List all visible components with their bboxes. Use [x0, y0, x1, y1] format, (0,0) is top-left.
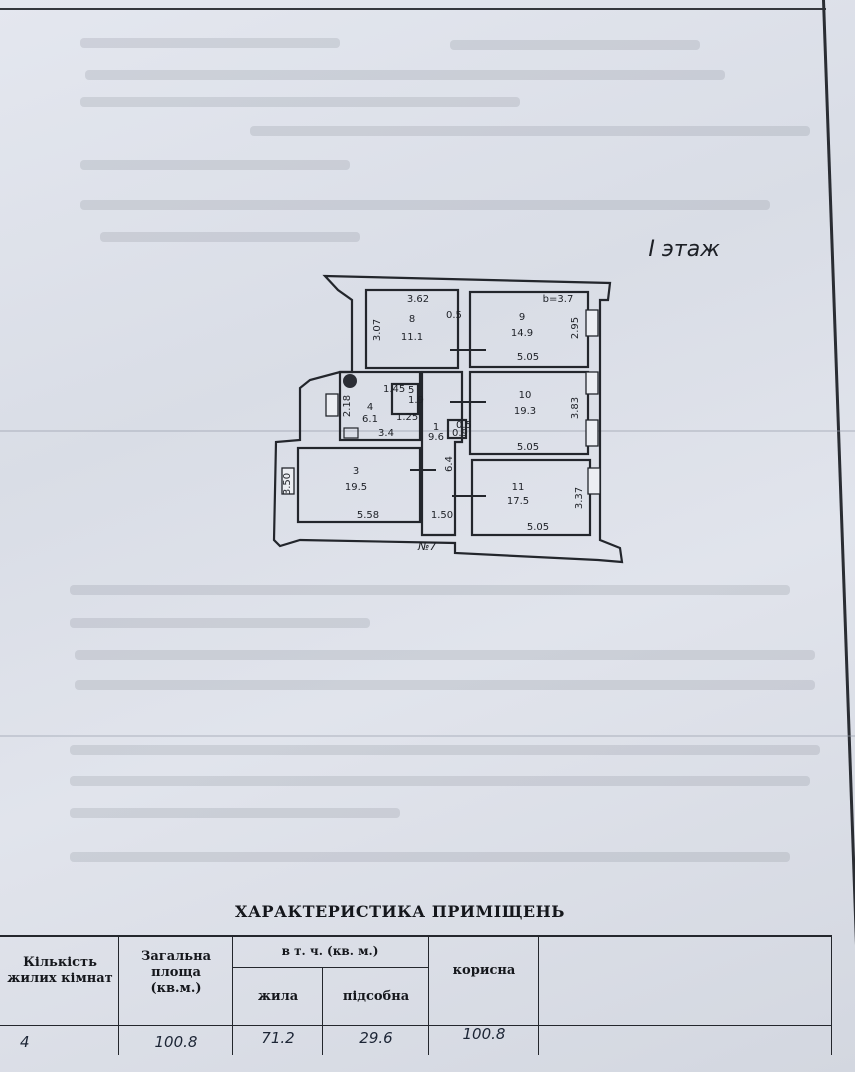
- room-9-dim: 5.05: [517, 352, 539, 363]
- window-mark: [281, 467, 295, 495]
- room-8-dim: 3.07: [372, 319, 383, 341]
- room-11-dim: 3.37: [574, 487, 585, 509]
- faint-text-line: [250, 126, 810, 136]
- rooms-characteristics-table: Кількість жилих кімнат Загальна площа (к…: [0, 935, 832, 1055]
- paper-crease: [0, 735, 855, 737]
- faint-text-line: [75, 680, 815, 690]
- faint-text-line: [80, 38, 340, 48]
- faint-text-line: [70, 585, 790, 595]
- room-3-dim: 5.58: [357, 510, 379, 521]
- room-4-dim: 2.18: [342, 395, 353, 417]
- small-mark: 0.9: [452, 428, 468, 439]
- table-column-divider: [831, 937, 832, 1055]
- value-useful-area: 100.8: [462, 1025, 506, 1043]
- room-9-dim: 2.95: [570, 317, 581, 339]
- floor-plan: I этаж 8 11.1 3.62 3.07 9 14.9 b=3.7 2.9…: [272, 237, 720, 564]
- room-10-outline: [468, 370, 590, 456]
- header-including: в т. ч. (кв. м.): [281, 944, 379, 958]
- room-1-dim: 6.4: [444, 456, 455, 472]
- table-column-divider: [428, 937, 429, 1055]
- faint-text-line: [70, 852, 790, 862]
- room-9-dim: b=3.7: [543, 294, 574, 305]
- faint-text-line: [70, 808, 400, 818]
- corridor-1-outline: [420, 370, 464, 537]
- room-9-area: 14.9: [511, 328, 533, 339]
- floor-label: I этаж: [648, 237, 720, 262]
- room-1-area: 9.6: [428, 432, 444, 443]
- room-4-outline: [338, 370, 422, 442]
- room-4-id: 4: [367, 402, 373, 413]
- room-8-outline: [364, 288, 460, 370]
- header-living: жила: [257, 989, 299, 1004]
- room-10-area: 19.3: [514, 406, 536, 417]
- value-living-area: 71.2: [261, 1029, 295, 1047]
- value-auxiliary-area: 29.6: [359, 1029, 393, 1047]
- room-3-id: 3: [353, 466, 359, 477]
- room-11-dim: 5.05: [527, 522, 549, 533]
- header-auxiliary: підсобна: [342, 989, 410, 1004]
- header-total-area: Загальна площа (кв.м.): [140, 949, 212, 996]
- room-3-area: 19.5: [345, 482, 367, 493]
- closet-outline: [446, 418, 468, 440]
- room-4-dim: 3.4: [378, 428, 394, 439]
- faint-text-line: [80, 97, 520, 107]
- paper-crease: [0, 430, 855, 432]
- faint-text-line: [70, 776, 810, 786]
- table-row-divider: [0, 1025, 832, 1026]
- room-11-outline: [470, 458, 592, 537]
- faint-text-line: [85, 70, 725, 80]
- room-3-dim: 3.50: [282, 473, 293, 495]
- small-mark: 1.25: [396, 412, 418, 423]
- room-8-id: 8: [409, 314, 415, 325]
- table-column-divider: [118, 937, 119, 1055]
- room-4-area: 6.1: [362, 414, 378, 425]
- table-subheader-divider: [232, 967, 428, 968]
- window-mark: [585, 309, 599, 337]
- room-8-dim: 3.62: [407, 294, 429, 305]
- faint-text-line: [80, 200, 770, 210]
- header-rooms-count: Кількість жилих кімнат: [7, 955, 113, 986]
- faint-text-line: [70, 745, 820, 755]
- faint-text-line: [80, 160, 350, 170]
- small-mark: 5: [408, 385, 414, 396]
- room-3-outline: [296, 446, 422, 524]
- table-column-divider: [538, 937, 539, 1055]
- small-mark: 0.5: [456, 420, 472, 431]
- faint-text-line: [100, 232, 360, 242]
- room-11-area: 17.5: [507, 496, 529, 507]
- small-mark: 0.5: [446, 310, 462, 321]
- faint-text-line: [75, 650, 815, 660]
- table-title: ХАРАКТЕРИСТИКА ПРИМІЩЕНЬ: [235, 902, 565, 921]
- small-mark: 1.9: [408, 395, 424, 406]
- header-useful: корисна: [452, 963, 516, 978]
- window-mark: [585, 371, 599, 395]
- frame-top-border: [0, 8, 826, 10]
- faint-text-line: [450, 40, 700, 50]
- room-8-area: 11.1: [401, 332, 423, 343]
- room-10-dim: 5.05: [517, 442, 539, 453]
- window-mark: [325, 393, 339, 417]
- room-10-dim: 3.83: [570, 397, 581, 419]
- stove-icon: [343, 374, 357, 388]
- value-total-area: 100.8: [154, 1033, 198, 1051]
- table-column-divider: [232, 937, 233, 1055]
- window-mark: [587, 467, 601, 495]
- room-9-id: 9: [519, 312, 525, 323]
- closet-outline: [390, 382, 420, 416]
- plan-number-mark: №7: [417, 540, 436, 553]
- room-1-id: 1: [433, 422, 439, 433]
- small-mark: 1.45: [383, 384, 405, 395]
- table-column-divider: [322, 967, 323, 1055]
- faint-text-line: [70, 618, 370, 628]
- room-11-id: 11: [512, 482, 525, 493]
- room-1-dim: 1.50: [431, 510, 453, 521]
- sink-icon: [343, 427, 359, 439]
- window-mark: [585, 419, 599, 447]
- room-10-id: 10: [519, 390, 532, 401]
- value-rooms-count: 4: [20, 1033, 30, 1051]
